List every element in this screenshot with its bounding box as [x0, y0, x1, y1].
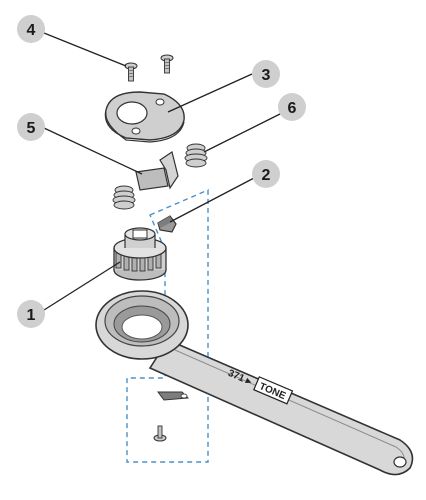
alignment-guide	[126, 188, 209, 463]
wrench-body	[95, 290, 414, 476]
callout-2-label: 2	[262, 167, 271, 184]
ratchet-gear-part	[113, 227, 167, 281]
callout-4-label: 4	[27, 22, 36, 39]
small-link-part	[157, 391, 190, 401]
callout-1: 1	[17, 300, 45, 328]
leader-line-1	[43, 261, 121, 311]
callout-1-label: 1	[27, 307, 36, 324]
callout-6-label: 6	[288, 100, 297, 117]
callout-5: 5	[17, 113, 45, 141]
callout-3-label: 3	[262, 67, 271, 84]
brand-plate	[253, 376, 294, 405]
callout-2: 2	[252, 160, 280, 188]
leader-line-6	[203, 112, 283, 153]
small-pin-part	[153, 425, 167, 442]
leader-line-4	[43, 32, 127, 67]
switch-lever-part	[135, 151, 179, 191]
leader-line-3	[167, 73, 253, 113]
pawl-part	[157, 215, 177, 233]
leader-line-5	[43, 127, 143, 175]
spring-part	[112, 143, 208, 210]
callout-5-label: 5	[27, 120, 36, 137]
callout-3: 3	[252, 60, 280, 88]
callout-4: 4	[17, 15, 45, 43]
screw-part	[124, 54, 174, 82]
callout-6: 6	[278, 93, 306, 121]
leader-line-2	[169, 177, 255, 223]
cover-plate-part	[104, 91, 185, 143]
leader-lines	[43, 32, 283, 311]
